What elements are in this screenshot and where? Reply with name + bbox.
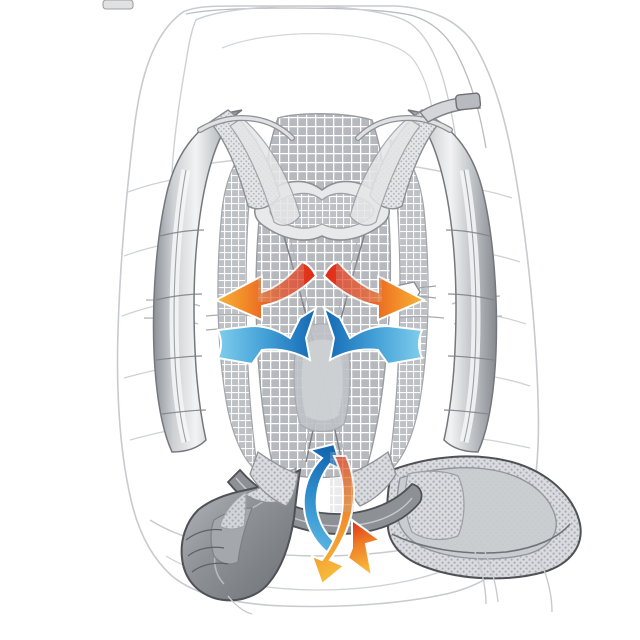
hipbelt-wing-left xyxy=(180,466,302,602)
harness-yoke xyxy=(197,109,453,226)
mesh-overlay-hint xyxy=(258,262,382,512)
shoulder-strap-left xyxy=(152,109,243,453)
shoulder-strap-right xyxy=(407,109,498,453)
load-lifter-strap xyxy=(418,92,482,123)
webbing-tails xyxy=(227,539,553,615)
arrow-cool-in-lumbar xyxy=(302,442,344,558)
arrow-cool-in-mid-left xyxy=(216,305,318,366)
arrow-cool-in-mid-right xyxy=(322,305,424,366)
top-tab xyxy=(102,0,134,10)
buckle xyxy=(454,92,482,111)
